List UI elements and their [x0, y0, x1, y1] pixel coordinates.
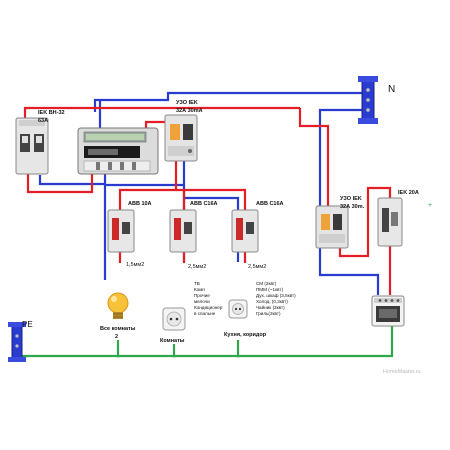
kitchen-load-item: Чайник (2квт) — [256, 304, 285, 310]
stove-icon — [371, 295, 405, 327]
breaker-abb-c16a-1 — [169, 209, 197, 253]
kitchen-load-item: Холод. (0,3квт) — [256, 299, 288, 304]
wire-size-1: 1,5мм2 — [126, 262, 144, 268]
breaker-abb-10a — [107, 209, 135, 253]
neutral-wires — [38, 91, 380, 295]
phase-right-feed — [298, 108, 330, 206]
neutral-trunk — [93, 91, 368, 112]
neutral-bus-label: N — [388, 84, 395, 95]
rooms-load-item: мелочи — [194, 299, 210, 304]
neutral-right-rcd — [318, 108, 362, 208]
neutral-stove — [318, 248, 380, 295]
kitchen-load-item: ПММ (~1квт) — [256, 287, 283, 292]
pe-bus-bar — [8, 322, 26, 362]
neutral-main-breaker-out — [38, 170, 107, 186]
pe-bus-label: PE — [22, 320, 33, 329]
kitchen-label: Кухня, коридор — [224, 332, 267, 338]
kitchen-load-list: СМ (2квт) ПММ (~1квт) Дух. шкаф (3,5квт)… — [256, 281, 296, 316]
right-rcd-label-1: УЗО IEK — [340, 196, 362, 202]
wire-size-3: 2,5мм2 — [248, 264, 266, 270]
breaker-abb-10a-label: ABB 10A — [128, 201, 152, 207]
main-breaker-label-1: IEK ВН-32 — [38, 110, 65, 116]
rooms-load-item: Комп — [194, 287, 205, 292]
kitchen-load-item: СМ (2квт) — [256, 281, 277, 286]
phase-trunk — [23, 106, 300, 118]
kitchen-load-item: Гриль(2квт) — [256, 311, 281, 316]
wire-size-2: 2,5мм2 — [188, 264, 206, 270]
main-rcd-label-1: УЗО IEK — [176, 100, 198, 106]
breaker-iek-20a — [377, 197, 403, 247]
breaker-abb-c16a-2-label: ABB C16A — [256, 201, 284, 207]
main-breaker-label-2: 63А — [38, 118, 48, 124]
watermark: HomeMaster.ru — [383, 369, 421, 375]
rooms-load-item: Кондиционер — [194, 305, 223, 310]
plus-mark: + — [428, 202, 432, 209]
earth-dots — [116, 354, 240, 358]
breaker-iek-20a-label: IEK 20A — [398, 190, 419, 196]
rooms-label: Комнаты — [160, 338, 185, 344]
earth-trunk — [20, 325, 394, 358]
rooms-load-item: в спальне — [194, 311, 216, 316]
neutral-group1 — [103, 183, 184, 280]
phase-rcd-to-breakers — [118, 158, 178, 212]
breaker-abb-c16a-2 — [231, 209, 259, 253]
main-rcd-label-2: 32А 30mA — [176, 108, 203, 114]
phase-bus-b3 — [184, 188, 247, 210]
breaker-abb-c16a-1-label: ABB C16A — [190, 201, 218, 207]
right-rcd — [315, 205, 349, 249]
right-rcd-label-2: 32А 30m. — [340, 204, 365, 210]
socket-icon — [162, 307, 186, 331]
lightbulb-icon — [107, 292, 129, 319]
kitchen-socket-icon — [228, 299, 248, 319]
rooms-load-item: Прочие — [194, 293, 210, 298]
main-breaker — [15, 117, 49, 175]
phase-meter-out — [26, 172, 94, 194]
lamp-label-1: Все комнаты — [100, 326, 136, 332]
lamp-label-2: 2 — [115, 334, 118, 340]
main-rcd — [164, 114, 198, 162]
rooms-load-item: ТВ — [194, 281, 200, 286]
rooms-load-list: ТВ Комп Прочие мелочи Кондиционер в спал… — [194, 281, 223, 316]
neutral-bus-bar — [358, 76, 378, 124]
earth-wires — [20, 325, 394, 358]
electric-meter-icon — [77, 127, 159, 175]
phase-bus-b2 — [176, 188, 186, 210]
phase-right-rcd-to-iek20 — [338, 186, 392, 258]
kitchen-load-item: Дух. шкаф (3,5квт) — [256, 293, 296, 298]
